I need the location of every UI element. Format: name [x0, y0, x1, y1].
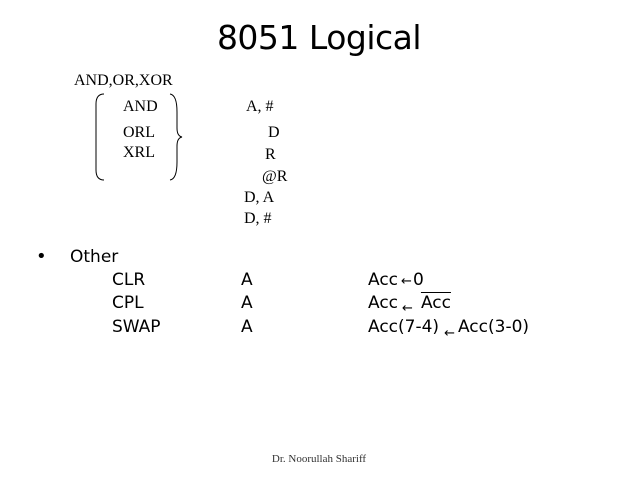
other-label: Other — [70, 247, 119, 267]
operand-a-imm: A, # — [246, 98, 274, 115]
mnemonic-xrl: XRL — [123, 144, 155, 161]
effect-dest: Acc(7-4) — [368, 317, 440, 337]
operand-d: D — [268, 124, 280, 141]
footer-author: Dr. Noorullah Shariff — [271, 453, 367, 465]
effect-dest: Acc — [368, 293, 399, 313]
right-brace — [169, 93, 183, 181]
row-effect-swap: Acc(7-4) ←Acc(3-0) — [368, 317, 530, 341]
mnemonic-orl: ORL — [123, 124, 155, 141]
operand-r: R — [265, 146, 276, 163]
row-mnemonic-cpl: CPL — [112, 293, 144, 313]
operand-d-a: D, A — [244, 189, 275, 206]
logical-header: AND,OR,XOR — [74, 72, 173, 89]
row-mnemonic-clr: CLR — [112, 270, 146, 290]
effect-source: Acc(3-0) — [457, 317, 530, 337]
operand-at-r: @R — [262, 168, 288, 185]
slide-title: 8051 Logical — [216, 18, 422, 57]
row-mnemonic-swap: SWAP — [112, 317, 161, 337]
row-operand-clr: A — [241, 270, 253, 290]
bullet-icon: • — [36, 246, 47, 267]
mnemonic-and: AND — [123, 98, 158, 115]
left-brace — [95, 93, 105, 181]
left-arrow-icon: ← — [444, 326, 455, 341]
effect-source: Acc — [420, 293, 451, 313]
effect-source: 0 — [412, 270, 424, 290]
effect-dest: Acc — [368, 270, 399, 290]
left-arrow-icon: ← — [402, 301, 413, 316]
row-effect-clr: Acc←0 — [368, 270, 424, 290]
row-operand-cpl: A — [241, 293, 253, 313]
row-operand-swap: A — [241, 317, 253, 337]
operand-d-imm: D, # — [244, 210, 272, 227]
left-arrow-icon: ← — [401, 274, 412, 289]
row-effect-cpl: Acc←Acc — [368, 293, 451, 316]
